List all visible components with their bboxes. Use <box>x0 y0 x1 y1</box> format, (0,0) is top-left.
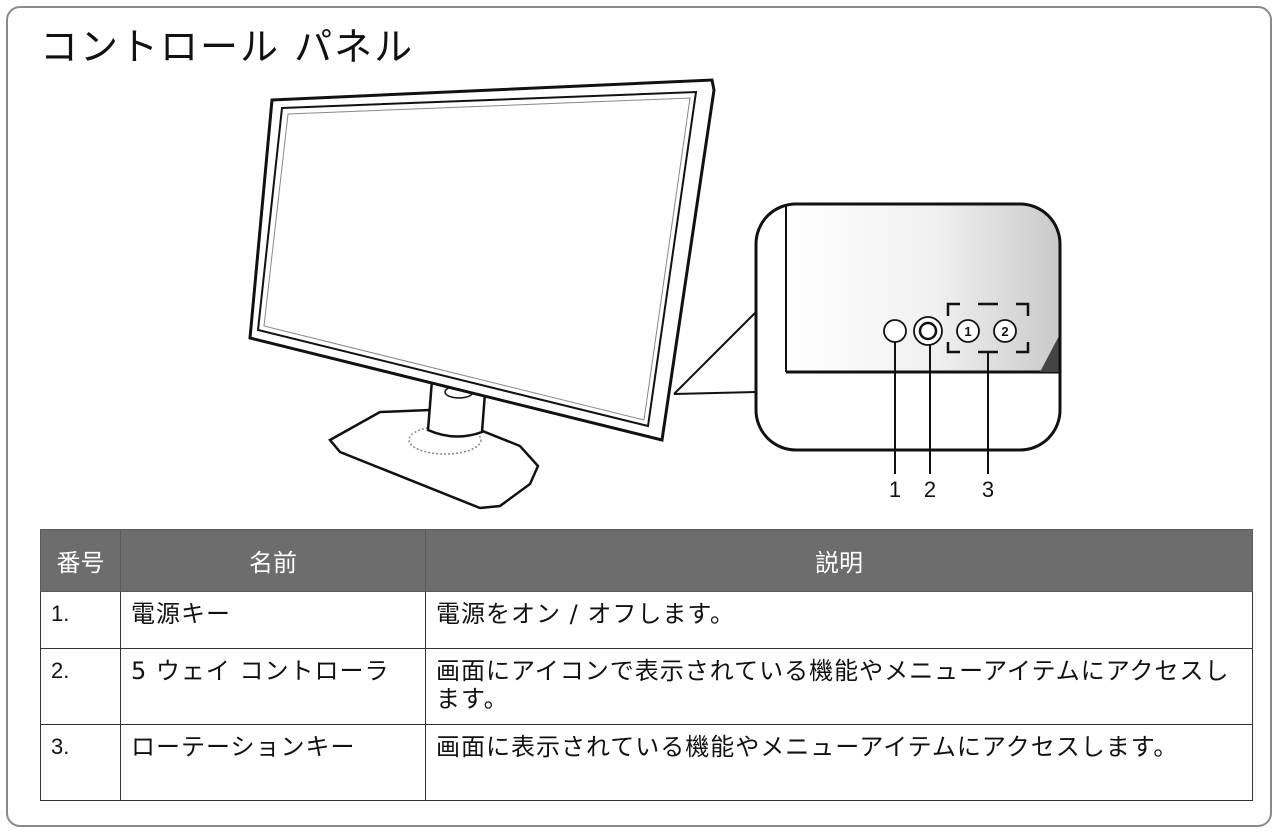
monitor-screen <box>256 90 698 428</box>
row-name: 電源キー <box>120 591 426 649</box>
rotation-key-1 <box>956 319 980 343</box>
rotation-key-2-label: 2 <box>1001 324 1008 339</box>
row-name: 5 ウェイ コントローラ <box>120 648 426 725</box>
rotation-key-1-label: 1 <box>964 324 971 339</box>
row-number: 1. <box>40 591 121 649</box>
table-header-row: 番号 名前 説明 <box>40 529 1253 592</box>
page-frame <box>6 6 1272 827</box>
row-description: 電源をオン / オフします。 <box>425 591 1253 649</box>
table-row: 1. 電源キー 電源をオン / オフします。 <box>40 591 1253 649</box>
header-name: 名前 <box>120 529 426 592</box>
row-number: 2. <box>40 648 121 725</box>
control-panel-table: 番号 名前 説明 1. 電源キー 電源をオン / オフします。 2. 5 ウェイ… <box>40 529 1253 801</box>
row-description: 画面にアイコンで表示されている機能やメニューアイテムにアクセスします。 <box>425 648 1253 725</box>
stand-swivel <box>408 425 482 455</box>
callout-1: 1 <box>889 477 901 502</box>
power-key <box>883 319 907 343</box>
callout-3: 3 <box>982 477 994 502</box>
row-description: 画面に表示されている機能やメニューアイテムにアクセスします。 <box>425 724 1253 801</box>
row-name: ローテーションキー <box>120 724 426 801</box>
header-description: 説明 <box>425 529 1253 592</box>
table-row: 3. ローテーションキー 画面に表示されている機能やメニューアイテムにアクセスし… <box>40 724 1253 801</box>
callout-2: 2 <box>924 477 936 502</box>
zoom-box <box>754 202 1062 452</box>
monitor-illustration: 1 2 1 2 3 <box>248 78 1062 510</box>
rotation-key-2 <box>993 319 1017 343</box>
header-number: 番号 <box>40 529 121 592</box>
row-number: 3. <box>40 724 121 801</box>
page-title: コントロール パネル <box>40 25 415 69</box>
table-row: 2. 5 ウェイ コントローラ 画面にアイコンで表示されている機能やメニューアイ… <box>40 648 1253 725</box>
